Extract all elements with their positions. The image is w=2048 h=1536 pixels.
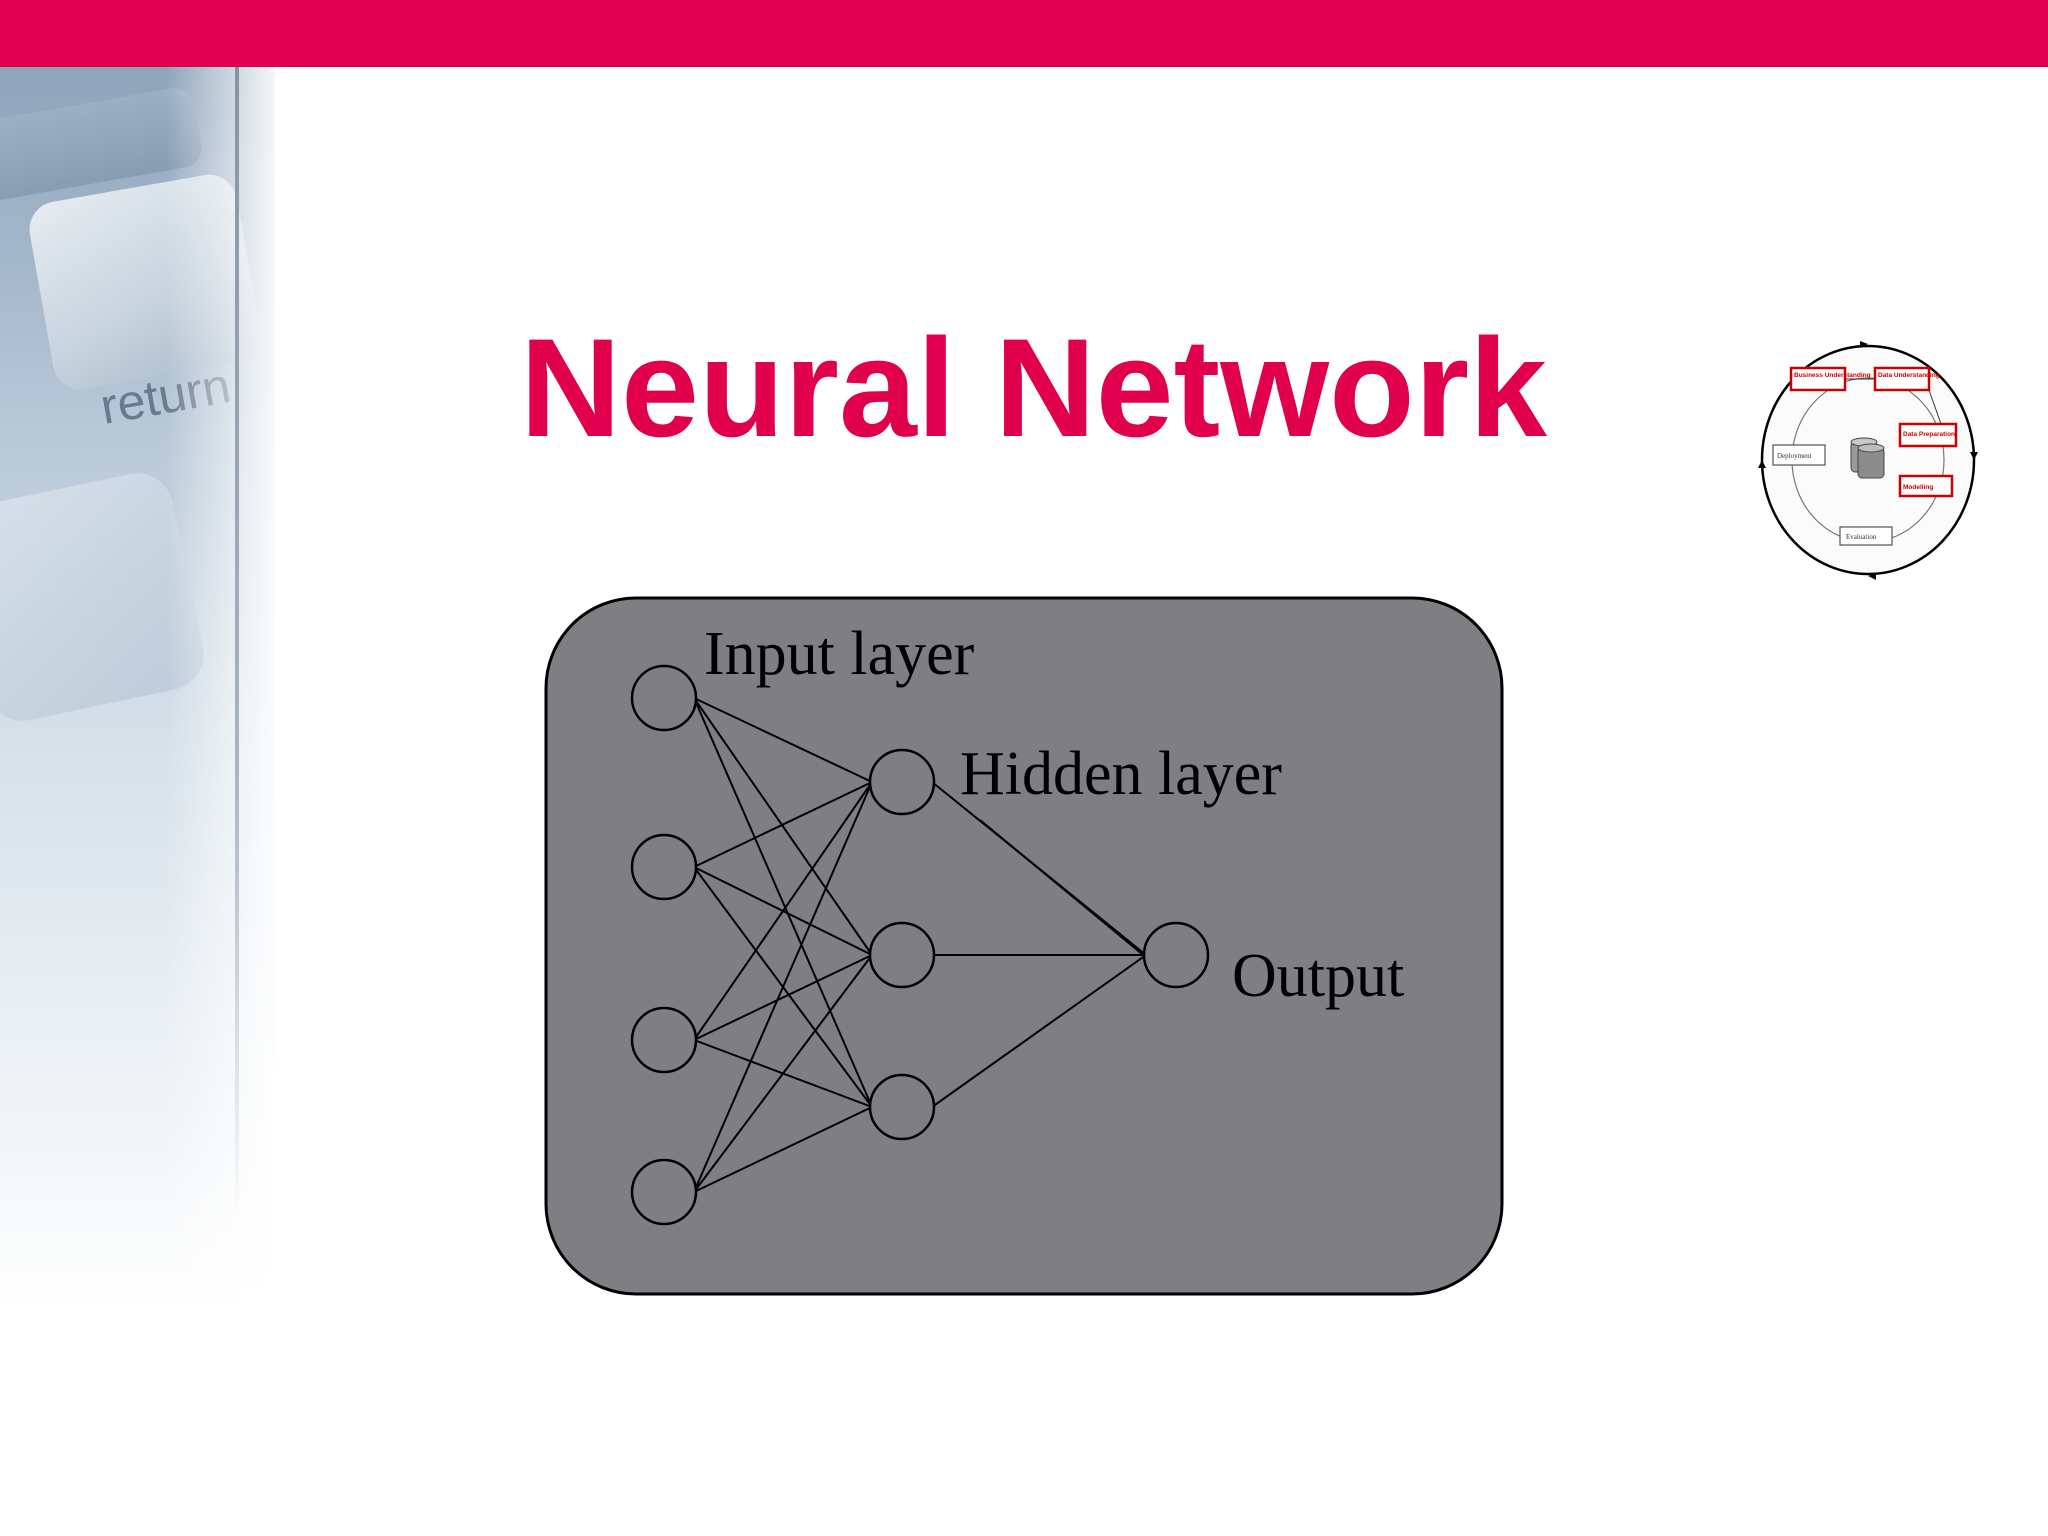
crisp-label-business: Business Understanding [1794, 372, 1871, 379]
photo-divider-line [235, 67, 239, 1217]
output-node-1 [1144, 923, 1208, 987]
crisp-label-evaluation: Evaluation [1846, 533, 1877, 541]
input-node-1 [632, 666, 696, 730]
neural-network-diagram: Input layer Hidden layer Output [544, 596, 1504, 1296]
input-node-2 [632, 835, 696, 899]
hidden-node-3 [870, 1075, 934, 1139]
photo-fade-overlay [0, 67, 275, 1314]
crisp-label-deployment: Deployment [1777, 452, 1812, 460]
hidden-node-1 [870, 750, 934, 814]
crisp-dm-logo: Business Understanding Data Understandin… [1755, 340, 1981, 580]
input-layer-label: Input layer [704, 620, 975, 688]
crisp-label-data-understanding: Data Understanding [1878, 372, 1940, 379]
input-node-3 [632, 1008, 696, 1072]
input-node-4 [632, 1160, 696, 1224]
crisp-label-data-preparation: Data Preparation [1903, 431, 1955, 438]
keyboard-photo: return [0, 67, 275, 1314]
output-label: Output [1232, 942, 1404, 1010]
top-accent-bar [0, 0, 2048, 67]
crisp-label-modelling: Modelling [1903, 484, 1933, 491]
slide-title: Neural Network [520, 318, 1580, 458]
hidden-layer-label: Hidden layer [960, 740, 1282, 808]
hidden-node-2 [870, 923, 934, 987]
